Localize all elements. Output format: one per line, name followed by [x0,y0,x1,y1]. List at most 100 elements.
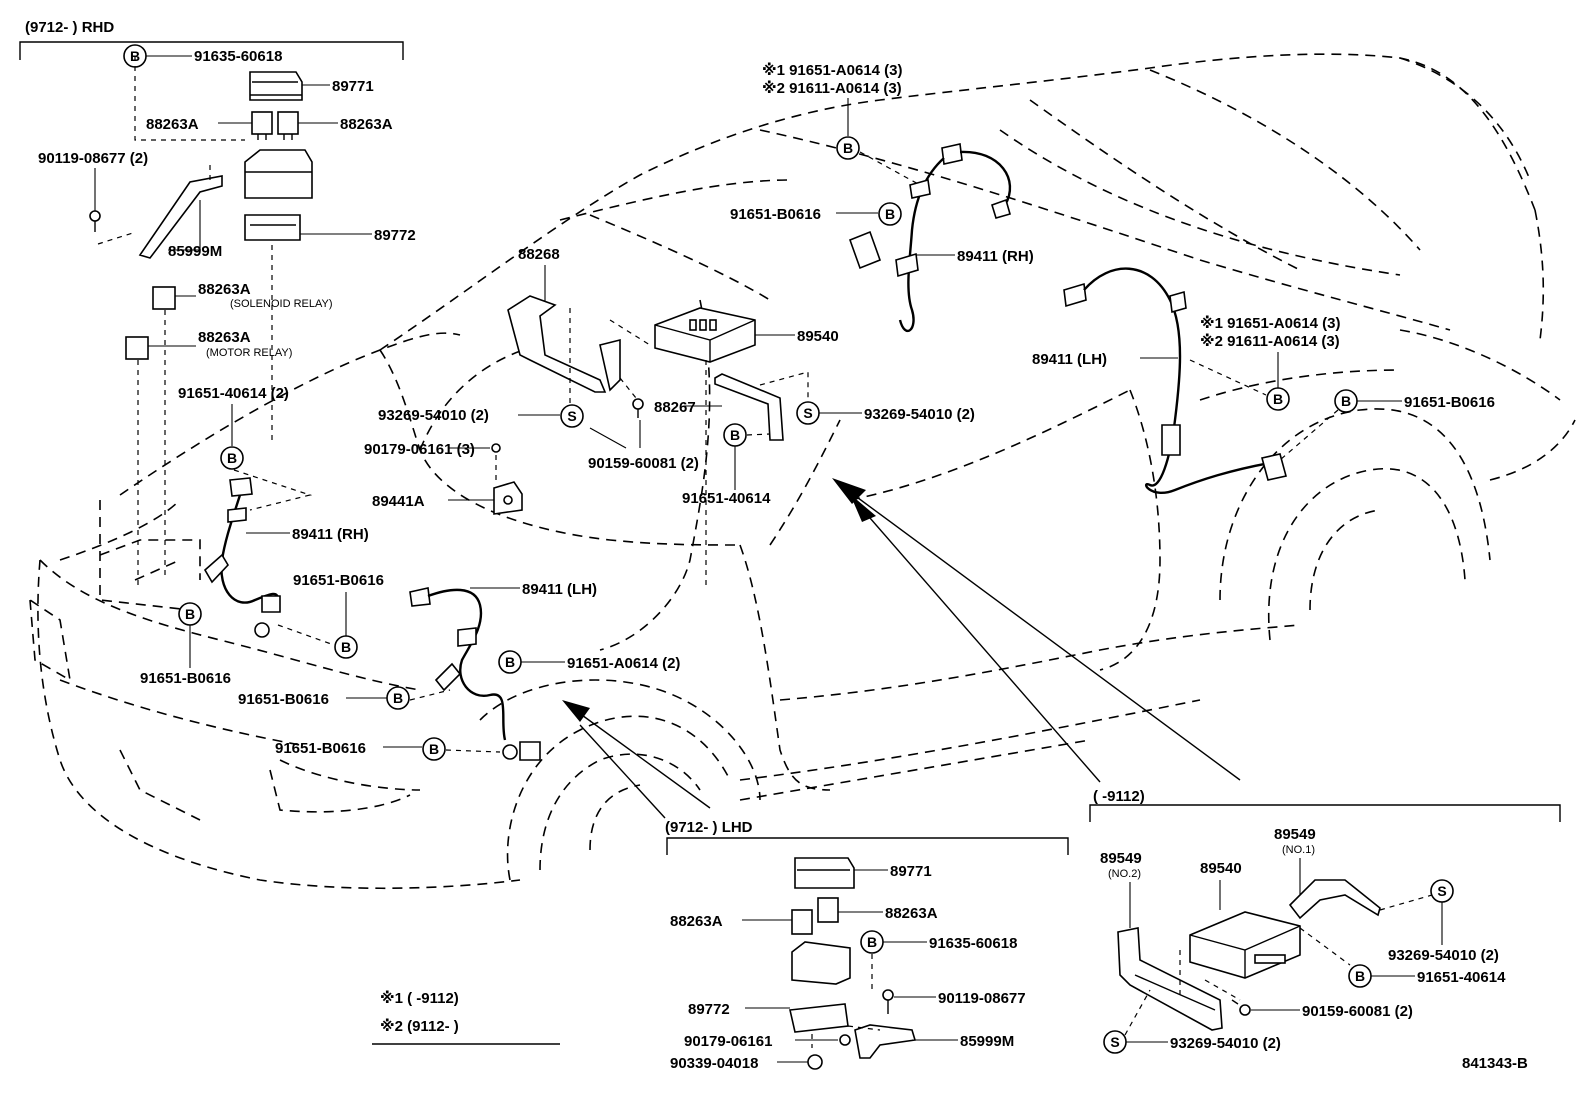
screw-90159 [1231,999,1251,1016]
rhd-relay-group: (9712- ) RHD B 91635-60618 89771 88263A … [19,19,416,590]
part-93269-54010-2: 93269-54010 (2) [1388,947,1499,964]
bolt-symbol: B [334,635,358,659]
bolt-symbol: B [178,602,202,626]
part-85999m: 85999M [960,1033,1014,1050]
relay-cover-89771 [249,71,303,101]
early-model-inset: ( -9112) 89549 (NO.1) S 93269-54010 (2) … [1089,788,1561,1054]
part-91651-40614: 91651-40614 [1417,969,1506,986]
part-91651-b0616: 91651-B0616 [275,740,366,757]
bolt-symbol: B [860,930,884,954]
relay-box [244,149,313,199]
part-89411-rh-rear: 89411 (RH) [957,248,1034,265]
inset-title: ( -9112) [1093,788,1145,805]
note2-91611-a0614-3: ※2 91611-A0614 (3) [762,79,902,97]
bolt-symbol: B [498,650,522,674]
svg-text:B: B [393,690,403,706]
svg-text:B: B [185,606,195,622]
relay-88263a-left [251,111,273,140]
rear-sensor-lh-group: 89411 (LH) ※1 91651-A0614 (3) ※2 91611-A… [1032,267,1495,494]
screw-symbol: S [796,401,820,425]
bolt-symbol: B [878,202,902,226]
motor-relay [125,336,149,360]
part-88263a: 88263A [340,116,393,133]
bracket-89549-no2 [1117,927,1223,1031]
part-88263a: 88263A [146,116,199,133]
solenoid-relay-note: (SOLENOID RELAY) [230,298,333,310]
svg-text:B: B [429,741,439,757]
relay-bracket-89772 [789,1003,849,1033]
svg-text:S: S [1437,883,1446,899]
part-93269-54010-2: 93269-54010 (2) [1170,1035,1281,1052]
bolt-symbol: B [723,423,747,447]
part-89411-lh-rear: 89411 (LH) [1032,351,1107,368]
bracket-88267 [714,373,784,441]
speed-sensor-lh-rear [1063,267,1287,494]
part-88263a-solenoid: 88263A [198,281,251,298]
motor-relay-note: (MOTOR RELAY) [206,347,292,359]
svg-text:B: B [1273,391,1283,407]
part-90179-06161-3: 90179-06161 (3) [364,441,475,458]
part-85999m: 85999M [168,243,222,260]
legend-note1: ※1 ( -9112) [380,989,459,1007]
lhd-title: (9712- ) LHD [665,819,753,836]
part-91651-b0616: 91651-B0616 [293,572,384,589]
part-89411-rh: 89411 (RH) [292,526,369,543]
relay-cover-89771 [794,857,855,889]
note1-91651-a0614-3: ※1 91651-A0614 (3) [1200,314,1341,332]
svg-text:B: B [341,639,351,655]
speed-sensor-lh-front [409,587,541,761]
front-sensor-group: 91651-40614 (2) B 89411 (RH) 91651-B0616… [140,385,384,687]
part-88268: 88268 [518,246,560,263]
part-89772: 89772 [374,227,416,244]
bolt-symbol: B [1266,387,1290,411]
part-91635-60618: 91635-60618 [194,48,282,65]
part-93269-54010-2: 93269-54010 (2) [378,407,489,424]
bracket-88268 [507,295,621,393]
svg-text:S: S [567,408,576,424]
part-89441a: 89441A [372,493,425,510]
speed-sensor-rh-front [203,477,281,638]
svg-text:B: B [505,654,515,670]
svg-text:S: S [1110,1034,1119,1050]
part-88263a: 88263A [670,913,723,930]
note2-91611-a0614-3: ※2 91611-A0614 (3) [1200,332,1340,350]
part-89549-no2: 89549 [1100,850,1142,867]
bolt-90119 [882,989,894,1014]
no2-note: (NO.2) [1108,868,1141,880]
bracket-85999m [138,175,223,259]
part-90159-60081-2: 90159-60081 (2) [1302,1003,1413,1020]
part-90339-04018: 90339-04018 [670,1055,758,1072]
relay-88263a-right [277,111,299,140]
svg-text:B: B [1341,393,1351,409]
no1-note: (NO.1) [1282,844,1315,856]
part-91651-b0616: 91651-B0616 [730,206,821,223]
relay-box [791,941,851,985]
rhd-title: (9712- ) RHD [25,19,114,36]
svg-text:B: B [843,140,853,156]
legend: ※1 ( -9112) ※2 (9112- ) [372,989,560,1045]
part-88267: 88267 [654,399,696,416]
actuator-89441a [493,481,523,515]
svg-text:B: B [867,934,877,950]
part-93269-54010-2: 93269-54010 (2) [864,406,975,423]
diagram-reference: 841343-B [1462,1055,1528,1072]
part-88263a-motor: 88263A [198,329,251,346]
part-89772: 89772 [688,1001,730,1018]
speed-sensor-rh-rear [848,143,1012,333]
part-89540: 89540 [797,328,839,345]
svg-text:B: B [885,206,895,222]
bolt-symbol: B [422,737,446,761]
part-91651-a0614-2: 91651-A0614 (2) [567,655,680,672]
bolt-symbol: B [386,686,410,710]
ecu-89540 [654,307,756,363]
part-91651-b0616: 91651-B0616 [238,691,329,708]
rear-sensor-rh-group: ※1 91651-A0614 (3) ※2 91611-A0614 (3) B … [730,61,1034,333]
svg-text:B: B [227,450,237,466]
part-89771: 89771 [332,78,374,95]
part-89540: 89540 [1200,860,1242,877]
part-91651-40614: 91651-40614 [682,490,771,507]
screw-symbol: S [1103,1030,1127,1054]
relay-88263a-left [791,909,813,935]
relay-bracket-89772 [244,214,301,241]
